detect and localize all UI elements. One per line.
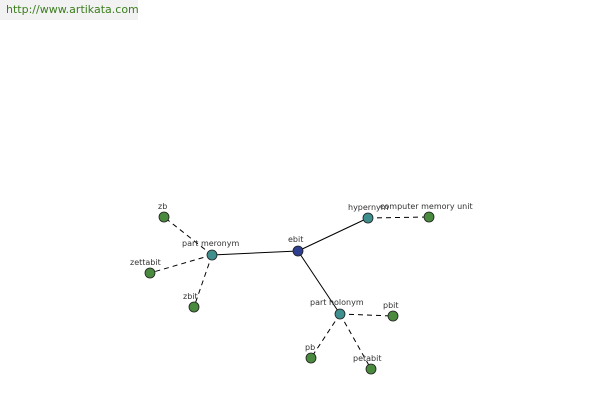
label-part-holonym: part holonym	[310, 298, 364, 307]
node-computer-memory-unit[interactable]	[423, 211, 435, 223]
edge-ebit-hypernym	[297, 217, 369, 252]
edge-part-meronym-zettabit	[149, 254, 213, 274]
edge-ebit-part-holonym	[297, 250, 341, 315]
edge-part-holonym-pbit	[339, 313, 394, 317]
edge-hypernym-computer-memory-unit	[367, 216, 430, 219]
label-zettabit: zettabit	[130, 258, 161, 267]
node-pbit[interactable]	[387, 310, 399, 322]
graph-edges	[149, 216, 430, 370]
node-petabit[interactable]	[365, 363, 377, 375]
node-zettabit[interactable]	[144, 267, 156, 279]
label-part-meronym: part meronym	[182, 239, 239, 248]
node-zbit[interactable]	[188, 301, 200, 313]
edge-part-meronym-zb	[163, 216, 213, 256]
graph-nodes: ebit hypernym computer memory unit part …	[130, 202, 473, 375]
node-part-meronym[interactable]	[206, 249, 218, 261]
source-link[interactable]: http://www.artikata.com	[6, 3, 139, 16]
edge-part-holonym-pb	[310, 313, 341, 359]
edge-ebit-part-meronym	[211, 250, 299, 256]
node-ebit[interactable]	[292, 245, 304, 257]
node-zb[interactable]	[158, 211, 170, 223]
source-bar: http://www.artikata.com	[0, 0, 139, 20]
node-part-holonym[interactable]	[334, 308, 346, 320]
label-hypernym: hypernym	[348, 203, 389, 212]
edge-part-holonym-petabit	[339, 313, 372, 370]
node-hypernym[interactable]	[362, 212, 374, 224]
label-pbit: pbit	[383, 301, 399, 310]
label-petabit: petabit	[353, 354, 381, 363]
node-pb[interactable]	[305, 352, 317, 364]
label-zbit: zbit	[183, 292, 198, 301]
label-computer-memory-unit: computer memory unit	[380, 202, 473, 211]
label-zb: zb	[158, 202, 167, 211]
label-ebit: ebit	[288, 235, 303, 244]
label-pb: pb	[305, 343, 315, 352]
edge-part-meronym-zbit	[193, 254, 213, 308]
